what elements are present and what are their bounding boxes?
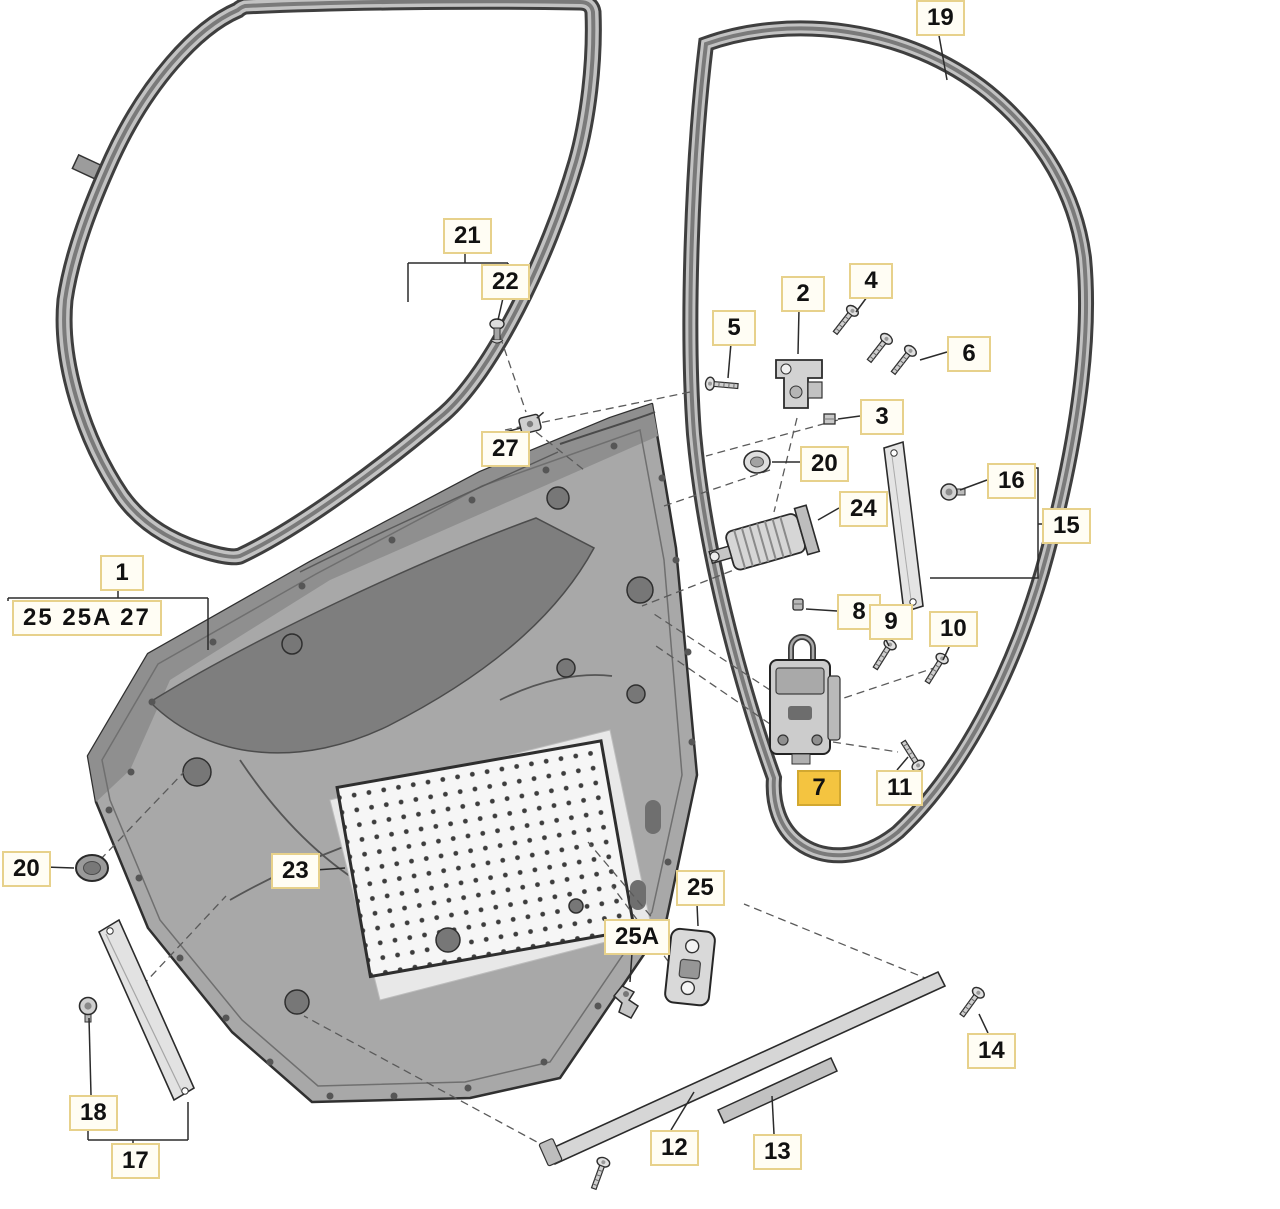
part-label-24[interactable]: 24	[839, 491, 888, 528]
screw-4a	[832, 304, 859, 336]
screw-11	[900, 739, 925, 772]
part-label-20-right[interactable]: 20	[800, 446, 849, 483]
screw-5	[704, 376, 739, 391]
part-label-6[interactable]: 6	[947, 336, 991, 373]
part-label-22[interactable]: 22	[481, 264, 530, 301]
part-label-23[interactable]: 23	[271, 853, 320, 890]
door-aperture-seal	[55, 0, 602, 566]
screw-6	[890, 344, 917, 376]
bushing-16	[940, 483, 966, 501]
part-label-4[interactable]: 4	[849, 263, 893, 300]
part-label-19[interactable]: 19	[916, 0, 965, 37]
screw-4b	[866, 332, 893, 364]
part-label-18[interactable]: 18	[69, 1095, 118, 1132]
cap-20-left	[75, 854, 109, 882]
screw-14	[959, 986, 985, 1018]
part-label-1[interactable]: 1	[100, 555, 144, 592]
clip-22	[489, 318, 505, 344]
part-label-3[interactable]: 3	[860, 399, 904, 436]
lower-trim-strip-12	[538, 970, 947, 1167]
bushing-18	[78, 996, 98, 1023]
part-label-5[interactable]: 5	[712, 310, 756, 347]
assembly-dashed-lines	[99, 335, 941, 1149]
part-label-25a[interactable]: 25A	[604, 919, 671, 956]
door-check-strap-24	[708, 504, 821, 571]
door-lock-7	[769, 634, 841, 765]
screw-9	[872, 638, 897, 671]
part-label-14[interactable]: 14	[967, 1033, 1016, 1070]
bushing-3	[823, 413, 836, 425]
part-label-15[interactable]: 15	[1042, 508, 1091, 545]
striker-25	[664, 927, 716, 1007]
part-label-27[interactable]: 27	[481, 431, 530, 468]
clip-25a	[612, 985, 640, 1019]
part-label-17[interactable]: 17	[111, 1143, 160, 1180]
part-label-group-25-25a-27[interactable]: 25 25A 27	[12, 600, 162, 637]
clip-27	[518, 411, 545, 435]
rim-holes	[105, 442, 696, 1100]
part-label-25[interactable]: 25	[676, 870, 725, 907]
part-label-7-selected[interactable]: 7	[797, 770, 841, 807]
part-label-10[interactable]: 10	[929, 611, 978, 648]
part-label-2[interactable]: 2	[781, 276, 825, 313]
door-seal-19	[682, 20, 1095, 864]
screw-bottom	[590, 1156, 611, 1191]
speaker-grille	[335, 739, 637, 979]
part-label-21[interactable]: 21	[443, 218, 492, 255]
upper-hinge	[775, 359, 823, 409]
part-label-9[interactable]: 9	[869, 604, 913, 641]
trim-strip-17	[97, 918, 196, 1102]
part-label-16[interactable]: 16	[987, 463, 1036, 500]
panel-holes	[182, 486, 654, 1015]
door-inner-panel	[86, 402, 699, 1104]
screw-10	[924, 652, 949, 685]
part-label-12[interactable]: 12	[650, 1130, 699, 1167]
cap-20-right	[743, 450, 771, 474]
leader-lines	[7, 29, 1043, 1143]
part-label-13[interactable]: 13	[753, 1134, 802, 1171]
clip-8	[792, 598, 804, 611]
part-label-20-left[interactable]: 20	[2, 851, 51, 888]
part-label-11[interactable]: 11	[876, 770, 924, 807]
reinforcement-strip-15	[883, 440, 924, 614]
panel-upper-opening	[148, 517, 596, 754]
trim-strip-13	[717, 1057, 838, 1124]
